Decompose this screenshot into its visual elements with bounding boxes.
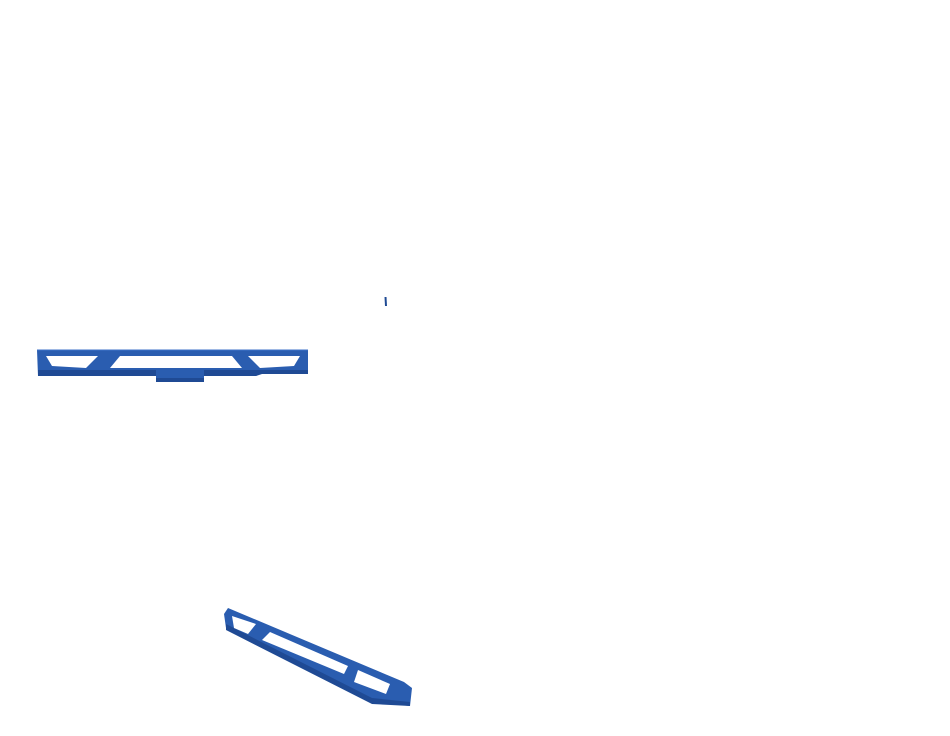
small-blue-mark (384, 297, 387, 306)
skid-plate-angled-view (224, 608, 412, 706)
skid-plate-front-view (37, 349, 308, 382)
